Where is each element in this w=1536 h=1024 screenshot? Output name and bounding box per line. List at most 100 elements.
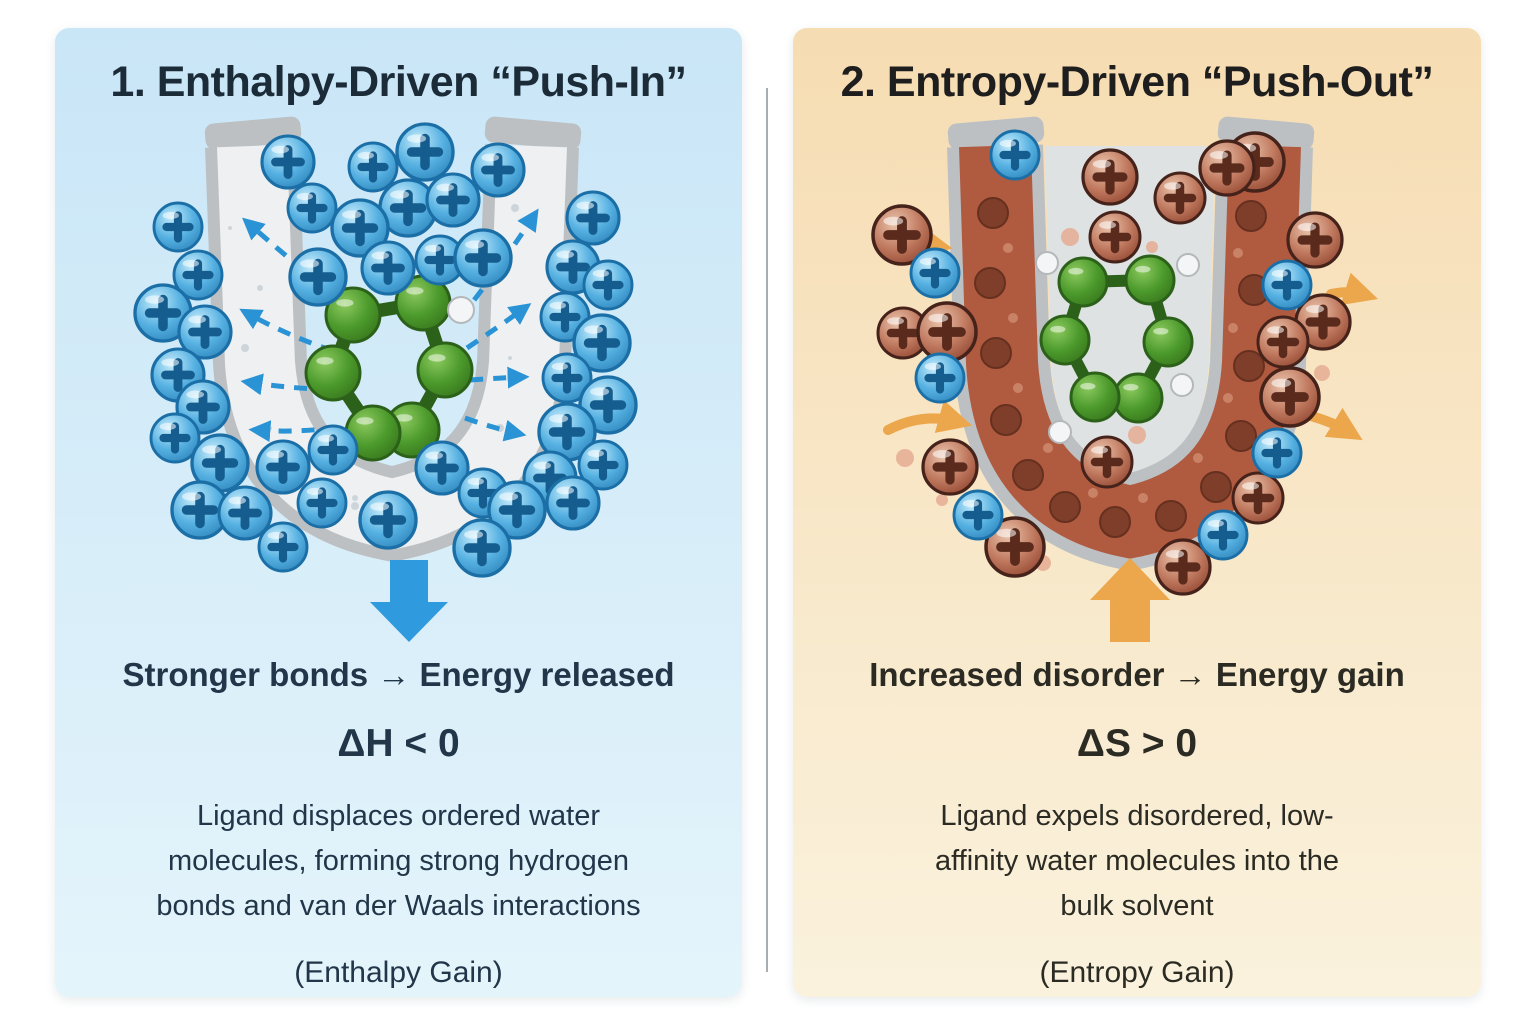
description-line: Ligand expels disordered, low- [940, 800, 1334, 832]
disordered-water-spot [1012, 459, 1044, 491]
water-molecule-icon [149, 412, 201, 464]
disordered-water-spot [1155, 500, 1187, 532]
bulk-solvent-dot [1128, 426, 1146, 444]
water-molecule-icon [565, 190, 621, 246]
description-line: bulk solvent [1060, 890, 1214, 922]
ligand-molecule [1039, 254, 1194, 424]
water-molecule-icon [177, 304, 233, 360]
water-molecule-icon [133, 283, 193, 343]
disordered-water-spot [1099, 506, 1131, 538]
water-molecule-icon [1080, 435, 1134, 489]
water-molecule-icon [1154, 538, 1212, 596]
water-molecule-icon [286, 182, 338, 234]
water-molecule-icon [1197, 509, 1249, 561]
water-molecule-icon [921, 438, 979, 496]
hydrogen-dot [1048, 420, 1072, 444]
water-molecule-icon [1081, 148, 1139, 206]
enthalpy-result-line: Stronger bonds → Energy released [122, 656, 675, 693]
water-molecule-icon [487, 480, 547, 540]
disordered-water-spot [977, 197, 1009, 229]
disordered-water-spot [1200, 471, 1232, 503]
water-molecule-icon [1198, 139, 1256, 197]
water-molecule-icon [257, 521, 309, 573]
water-molecule-icon [577, 439, 629, 491]
water-molecule-icon [1251, 427, 1303, 479]
ordered-water-molecules [133, 122, 638, 578]
water-molecule-icon [1231, 471, 1285, 525]
water-molecule-icon [260, 134, 316, 190]
water-molecule-icon [452, 518, 512, 578]
entropy-result-line: Increased disorder → Energy gain [869, 656, 1405, 693]
ligand-molecule [304, 274, 474, 462]
disordered-water-spot [1235, 200, 1267, 232]
panel-divider [766, 88, 768, 972]
energy-release-down-arrow-icon [370, 560, 448, 642]
description-line: affinity water molecules into the [934, 845, 1340, 877]
water-molecule-icon [255, 439, 311, 495]
water-molecule-icon [172, 249, 224, 301]
water-molecule-icon [578, 375, 638, 435]
water-molecule-icon [1286, 211, 1344, 269]
water-molecule-icon [984, 516, 1046, 578]
water-molecule-icon [152, 201, 204, 253]
water-molecule-icon [1088, 210, 1142, 264]
dashed-arrow-icon [464, 415, 527, 442]
expelled-water-molecules [871, 129, 1352, 596]
bulk-solvent-dot [1146, 241, 1158, 253]
water-molecule-icon [414, 234, 466, 286]
binding-pocket [947, 116, 1315, 571]
enthalpy-equation: ΔH < 0 [337, 722, 460, 765]
water-molecule-icon [909, 247, 961, 299]
water-molecule-icon [470, 142, 526, 198]
bulk-solvent-dot [1061, 228, 1079, 246]
water-molecule-icon [288, 247, 348, 307]
hydrogen-dot [1176, 253, 1200, 277]
entropy-description: Ligand expels disordered, low- affinity … [793, 794, 1481, 929]
water-molecule-icon [360, 240, 416, 296]
disordered-water-spot [1233, 350, 1265, 382]
description-line: molecules, forming strong hydrogen [167, 845, 629, 877]
water-molecule-icon [217, 485, 273, 541]
water-molecule-icon [1256, 315, 1310, 369]
water-molecule-icon [1261, 259, 1313, 311]
panel-enthalpy: 1. Enthalpy-Driven “Push-In” Stronger bo… [55, 28, 742, 997]
hydrogen-dot [1035, 251, 1059, 275]
hydrogen-dot [1170, 373, 1194, 397]
water-molecule-icon [582, 259, 634, 311]
hydrogen-dot [447, 296, 475, 324]
panel-title-enthalpy: 1. Enthalpy-Driven “Push-In” [110, 58, 687, 106]
water-molecule-icon [876, 306, 930, 360]
water-molecule-icon [414, 440, 470, 496]
description-line: bonds and van der Waals interactions [156, 890, 641, 922]
water-molecule-icon [296, 477, 348, 529]
water-molecule-icon [871, 204, 933, 266]
water-molecule-icon [572, 313, 632, 373]
water-molecule-icon [395, 122, 455, 182]
entropy-gain-up-arrow-icon [1090, 558, 1170, 642]
water-molecule-icon [916, 301, 978, 363]
water-molecule-icon [545, 475, 601, 531]
bulk-solvent-dot [1314, 365, 1330, 381]
water-molecule-icon [537, 402, 597, 462]
orange-arrow-icon [1306, 407, 1363, 441]
entropy-equation: ΔS > 0 [1076, 722, 1198, 765]
description-line: Ligand displaces ordered water [196, 800, 601, 832]
bulk-solvent-dot [896, 449, 914, 467]
water-molecule-icon [989, 129, 1041, 181]
disordered-water-spot [1225, 420, 1257, 452]
enthalpy-description: Ligand displaces ordered water molecules… [55, 794, 742, 929]
entropy-gain-label: (Entropy Gain) [1039, 956, 1235, 989]
water-molecule-icon [378, 178, 438, 238]
orange-arrow-icon [883, 400, 973, 435]
water-molecule-icon [190, 433, 250, 493]
enthalpy-binding-pocket-figure [133, 116, 638, 642]
panel-title-entropy: 2. Entropy-Driven “Push-Out” [840, 58, 1434, 106]
water-molecule-icon [1259, 366, 1321, 428]
water-molecule-icon [453, 228, 513, 288]
water-molecule-icon [347, 141, 399, 193]
water-molecule-icon [541, 352, 593, 404]
water-molecule-icon [358, 490, 418, 550]
water-molecule-icon [307, 424, 359, 476]
water-molecule-icon [1153, 171, 1207, 225]
